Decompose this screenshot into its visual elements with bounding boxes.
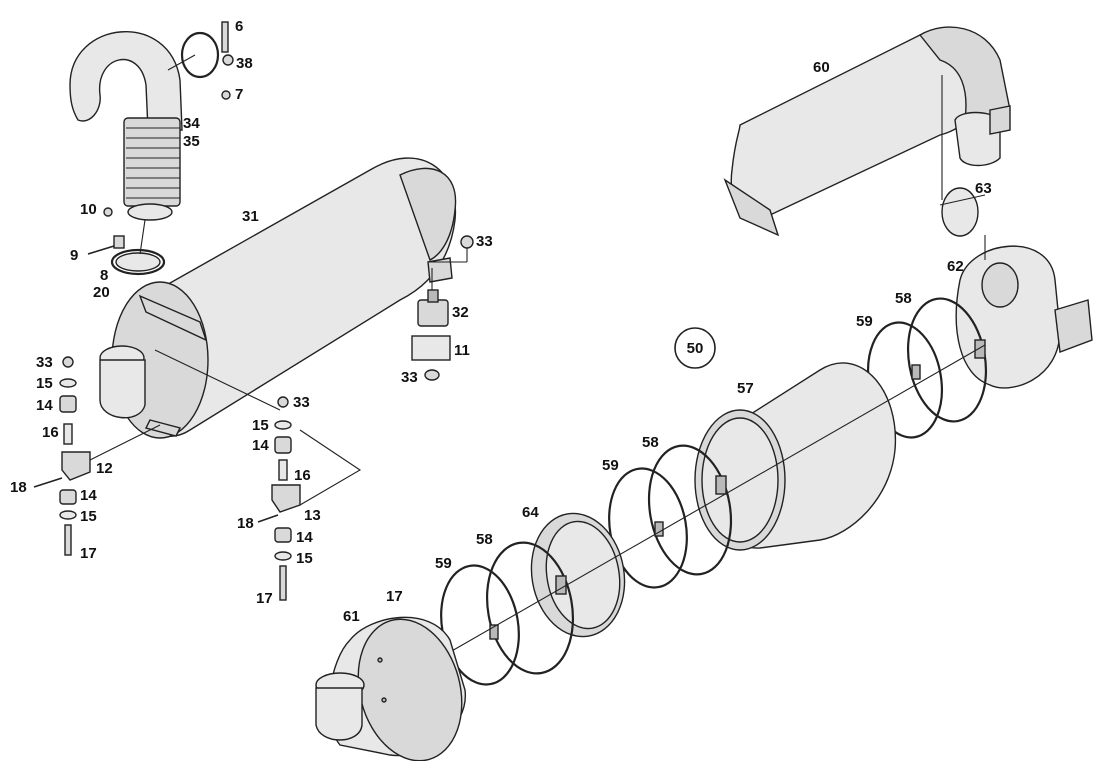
group-number: 50 <box>687 340 704 357</box>
end-silencer-62 <box>955 235 1093 389</box>
label-12: 12 <box>96 460 113 477</box>
label-18-left: 18 <box>10 479 27 496</box>
clamp-ring-58-upper <box>906 297 988 423</box>
label-64: 64 <box>522 504 539 521</box>
coupling-64 <box>530 512 626 638</box>
label-34: 34 <box>183 115 200 132</box>
label-33-center: 33 <box>293 394 310 411</box>
mount-bracket-12-stack <box>33 356 161 556</box>
label-60: 60 <box>813 59 830 76</box>
label-58-middle: 58 <box>642 434 659 451</box>
label-13: 13 <box>304 507 321 524</box>
label-6: 6 <box>235 18 243 35</box>
connector-pipe-63 <box>939 187 986 237</box>
group-number-badge: 50 <box>674 327 716 369</box>
label-16-center: 16 <box>294 467 311 484</box>
clamp-38 <box>167 21 234 100</box>
label-33-top-right: 33 <box>476 233 493 250</box>
label-63: 63 <box>975 180 992 197</box>
label-61: 61 <box>343 608 360 625</box>
label-14-left-upper: 14 <box>36 397 53 414</box>
label-35: 35 <box>183 133 200 150</box>
end-silencer-61 <box>315 616 466 762</box>
label-58-lower: 58 <box>476 531 493 548</box>
label-62: 62 <box>947 258 964 275</box>
flex-pipe-elbow-34-35 <box>69 31 183 221</box>
label-14-left-lower: 14 <box>80 487 97 504</box>
silencer-mount-32-11 <box>411 235 474 381</box>
label-33-left: 33 <box>36 354 53 371</box>
label-17-lower: 17 <box>386 588 403 605</box>
label-59-upper: 59 <box>856 313 873 330</box>
label-10: 10 <box>80 201 97 218</box>
label-58-upper: 58 <box>895 290 912 307</box>
mount-bracket-13-stack <box>154 349 362 601</box>
label-18-center: 18 <box>237 515 254 532</box>
label-15-center-lower: 15 <box>296 550 313 567</box>
label-8: 8 <box>100 267 108 284</box>
label-33-lower-right: 33 <box>401 369 418 386</box>
main-silencer-31 <box>99 157 457 439</box>
part-labels: 6 38 7 34 35 10 9 8 20 31 33 32 11 33 33… <box>10 18 992 625</box>
label-9: 9 <box>70 247 78 264</box>
label-17-center: 17 <box>256 590 273 607</box>
upper-silencer-60 <box>723 26 1011 237</box>
label-59-middle: 59 <box>602 457 619 474</box>
label-31: 31 <box>242 208 259 225</box>
pipe-clamp-8-20 <box>87 207 166 276</box>
label-59-lower: 59 <box>435 555 452 572</box>
label-15-center-upper: 15 <box>252 417 269 434</box>
label-17-left: 17 <box>80 545 97 562</box>
label-20: 20 <box>93 284 110 301</box>
label-11: 11 <box>454 342 470 359</box>
label-15-left-upper: 15 <box>36 375 53 392</box>
label-16-left: 16 <box>42 424 59 441</box>
label-14-center-upper: 14 <box>252 437 269 454</box>
assembly-centerline <box>449 344 986 653</box>
label-32: 32 <box>452 304 469 321</box>
label-15-left-lower: 15 <box>80 508 97 525</box>
clamp-ring-58-middle <box>647 444 733 576</box>
label-57: 57 <box>737 380 754 397</box>
silencer-57 <box>694 362 897 551</box>
label-7: 7 <box>235 86 243 103</box>
label-14-center-lower: 14 <box>296 529 313 546</box>
label-38: 38 <box>236 55 253 72</box>
